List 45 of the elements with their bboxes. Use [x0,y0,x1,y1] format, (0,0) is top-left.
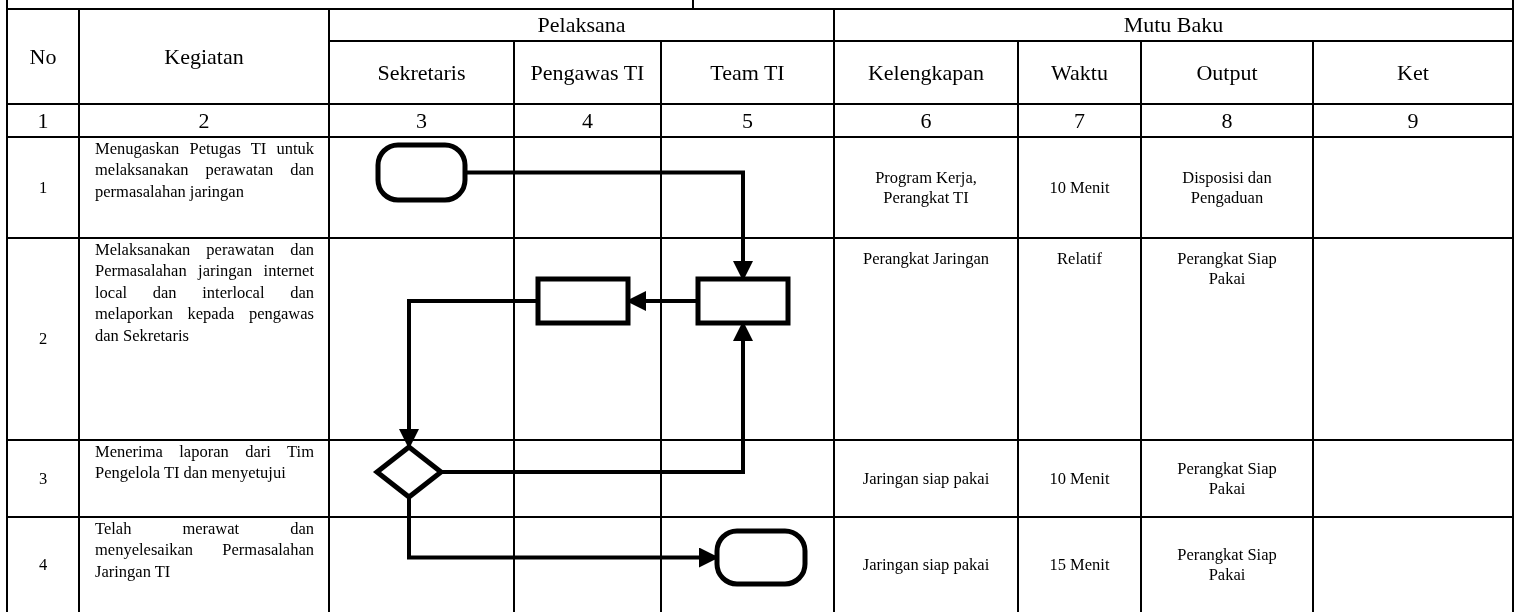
cell-text: Perangkat Siap Pakai [1176,544,1278,585]
cell-text: Perangkat Siap Pakai [1176,249,1278,289]
column-number: 8 [1221,108,1233,133]
group-header: Mutu Baku [1123,13,1224,37]
cell-text: 10 Menit [1049,177,1110,198]
column-number: 5 [742,108,753,133]
terminator-shape [714,528,808,587]
column-number: 1 [37,108,49,133]
cell-text: Perangkat Siap Pakai [1176,458,1278,499]
column-number: 6 [920,108,932,133]
activity-description: Melaksanakan perawatan dan Permasalahan jaringan internet local dan interlocal dan melaporkan kepada pengawas dan Sekretaris [95,239,314,347]
column-header: Output [1196,60,1258,85]
cell-text: Jaringan siap pakai [862,554,990,575]
row-number: 2 [38,329,48,349]
process-box [695,276,791,326]
column-number: 7 [1074,108,1085,133]
cell-text: 10 Menit [1049,468,1110,489]
activity-description: Menugaskan Petugas TI untuk melaksanakan perawatan dan permasalahan jaringan [95,138,314,203]
column-number: 2 [198,108,210,133]
process-box [535,276,631,326]
column-header: Kegiatan [164,44,244,69]
activity-description: Telah merawat dan menyelesaikan Permasalahan Jaringan TI [95,518,314,583]
column-header: Waktu [1051,60,1108,85]
column-header: Sekretaris [377,60,466,85]
cell-text: Jaringan siap pakai [862,468,990,489]
column-number: 3 [416,108,427,133]
cell-text: 15 Menit [1049,554,1110,575]
row-number: 1 [38,177,48,198]
row-number: 4 [38,554,48,575]
column-header: Ket [1397,60,1429,85]
terminator-shape [375,142,468,203]
column-header: Pengawas TI [530,60,645,85]
cell-text: Relatif [1057,249,1102,269]
activity-description: Menerima laporan dari Tim Pengelola TI dan menyetujui [95,441,314,484]
cell-text: Perangkat Jaringan [863,249,989,269]
column-header: Kelengkapan [867,60,985,85]
cell-text: Program Kerja, Perangkat TI [874,167,978,208]
column-number: 9 [1407,108,1419,133]
column-header: Team TI [710,60,785,85]
group-header: Pelaksana [537,13,626,37]
column-number: 4 [582,108,593,133]
cell-text: Disposisi dan Pengaduan [1181,167,1273,208]
decision-diamond [372,443,446,501]
row-number: 3 [38,468,48,489]
column-header: No [29,44,57,69]
